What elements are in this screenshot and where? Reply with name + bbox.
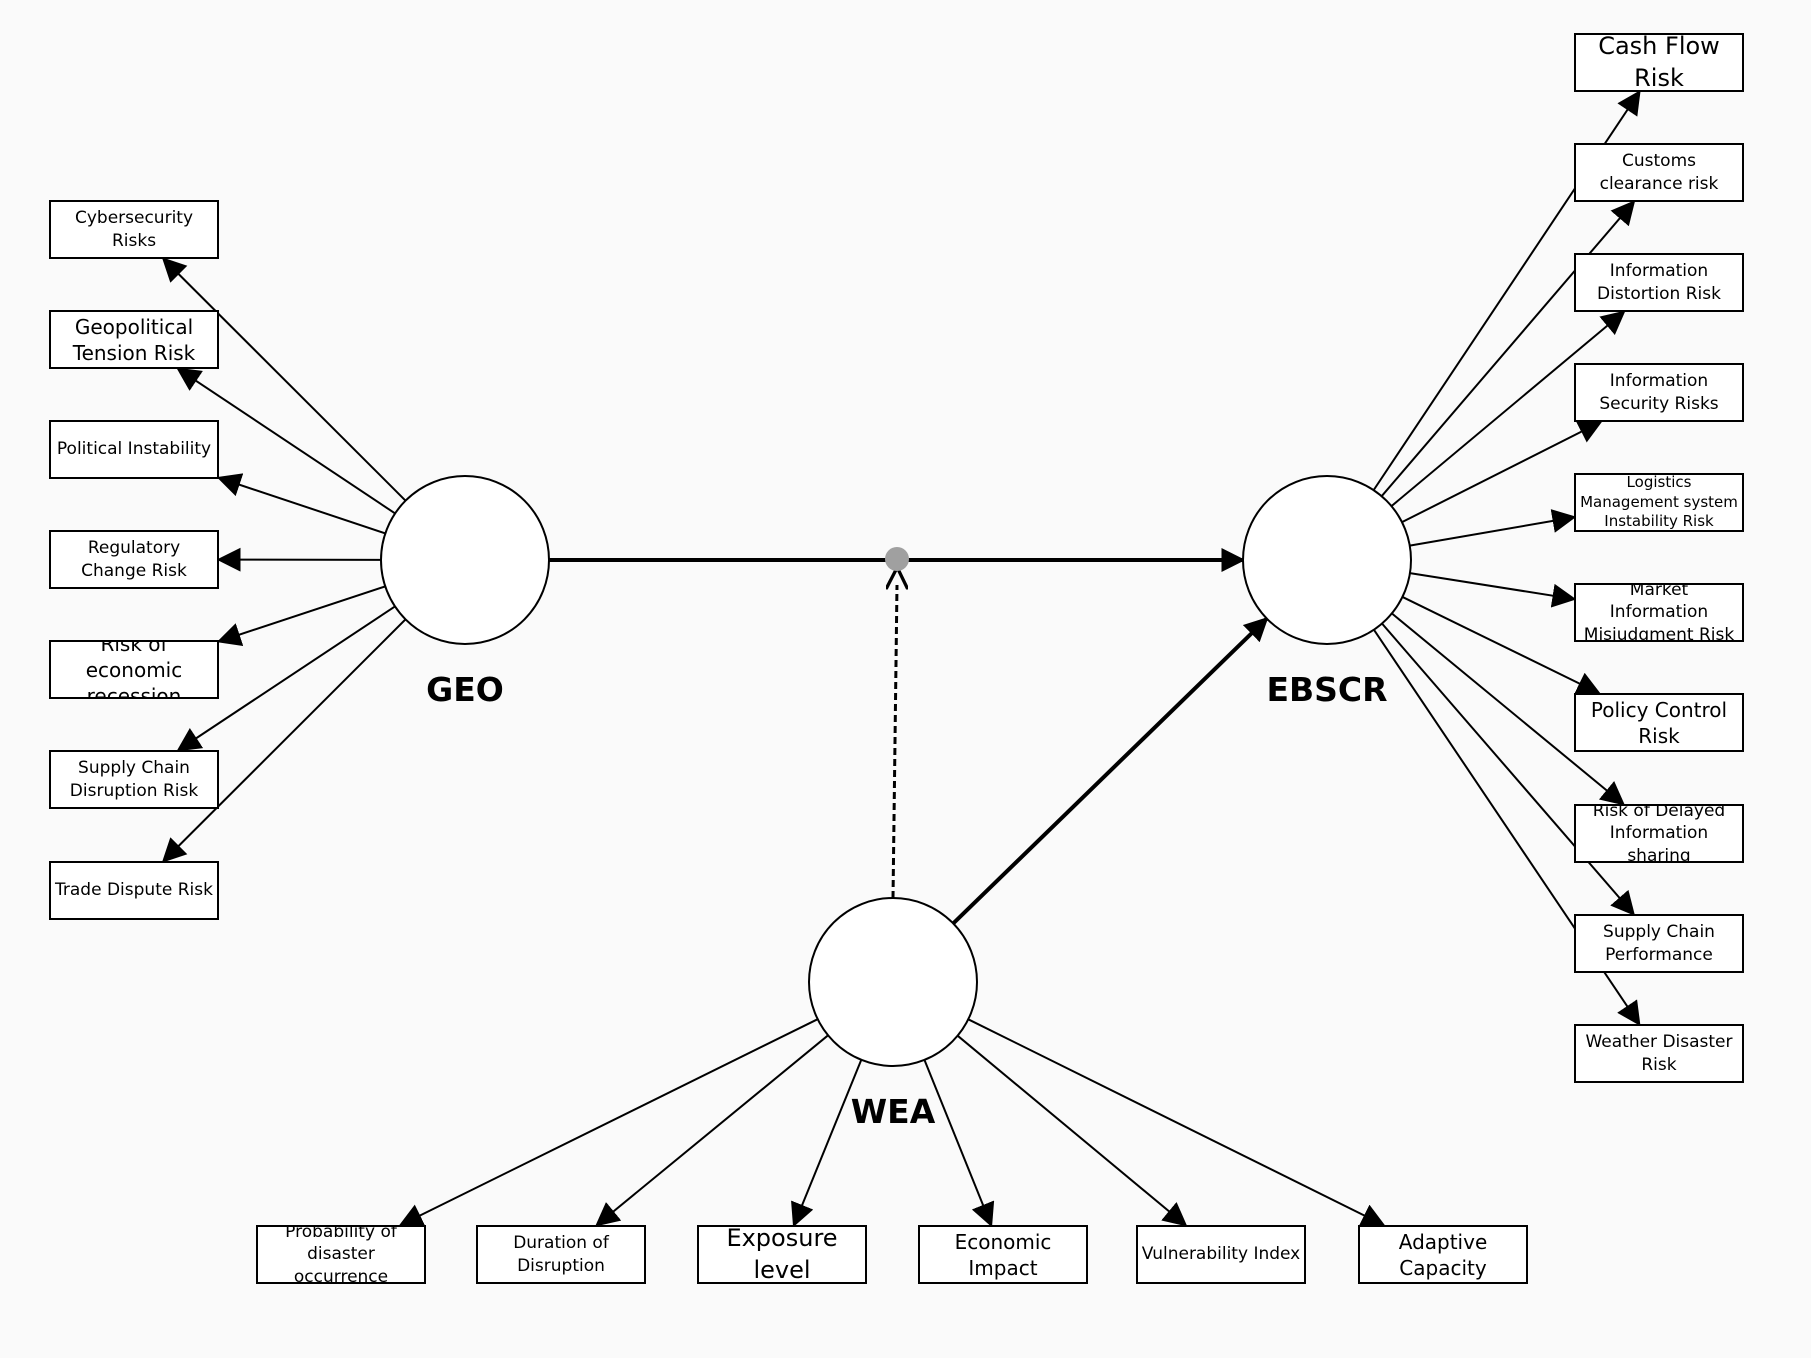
- loading-arrow-wea: [398, 1018, 819, 1227]
- path-wea-to-ebscr: [951, 616, 1269, 925]
- indicator-box-ebscr: Information Security Risks: [1574, 363, 1744, 422]
- indicator-box-ebscr: Supply Chain Performance: [1574, 914, 1744, 973]
- loading-arrow-geo: [216, 585, 386, 646]
- loading-arrow-ebscr: [1409, 509, 1577, 547]
- moderation-point: [885, 547, 909, 571]
- indicator-box-geo: Trade Dispute Risk: [49, 861, 219, 920]
- construct-label-wea: WEA: [850, 1092, 936, 1131]
- indicator-box-geo-label: Cybersecurity Risks: [74, 208, 194, 251]
- indicator-box-wea-label: Exposure level: [726, 1225, 838, 1284]
- indicator-box-ebscr-label: Cash Flow Risk: [1598, 33, 1720, 92]
- loading-arrow-wea: [967, 1018, 1386, 1227]
- indicator-box-wea-label: Duration of Disruption: [513, 1233, 609, 1276]
- construct-circle-ebscr: [1242, 475, 1412, 645]
- loading-arrow-geo: [161, 257, 407, 502]
- indicator-box-wea: Exposure level: [697, 1225, 867, 1284]
- indicator-box-geo: Political Instability: [49, 420, 219, 479]
- loading-arrow-ebscr: [1409, 572, 1577, 608]
- indicator-box-ebscr: Weather Disaster Risk: [1574, 1024, 1744, 1083]
- indicator-box-wea-label: Economic Impact: [954, 1229, 1052, 1280]
- indicator-box-geo: Geopolitical Tension Risk: [49, 310, 219, 369]
- indicator-box-ebscr-label: Customs clearance risk: [1599, 151, 1719, 194]
- indicator-box-geo: Cybersecurity Risks: [49, 200, 219, 259]
- indicator-box-wea: Duration of Disruption: [476, 1225, 646, 1284]
- indicator-box-wea: Probability of disaster occurrence: [256, 1225, 426, 1284]
- indicator-box-wea: Adaptive Capacity: [1358, 1225, 1528, 1284]
- indicator-box-ebscr-label: Information Security Risks: [1599, 371, 1719, 414]
- construct-circle-geo: [380, 475, 550, 645]
- indicator-box-geo: Risk of economic recession: [49, 640, 219, 699]
- loading-arrow-geo: [176, 605, 396, 752]
- loading-arrow-wea: [595, 1034, 829, 1227]
- construct-label-ebscr: EBSCR: [1266, 670, 1388, 709]
- loading-arrow-geo: [216, 473, 386, 535]
- indicator-box-ebscr: Cash Flow Risk: [1574, 33, 1744, 92]
- indicator-box-wea-label: Probability of disaster occurrence: [285, 1225, 397, 1284]
- loading-arrow-ebscr: [1390, 310, 1626, 507]
- loading-arrow-ebscr: [1402, 596, 1601, 695]
- indicator-box-ebscr: Customs clearance risk: [1574, 143, 1744, 202]
- indicator-box-wea: Economic Impact: [918, 1225, 1088, 1284]
- indicator-box-ebscr-label: Policy Control Risk: [1590, 697, 1728, 748]
- indicator-box-ebscr-label: Supply Chain Performance: [1603, 922, 1715, 965]
- loading-arrow-ebscr: [1391, 612, 1626, 806]
- indicator-box-ebscr-label: Market Information Misjudgment Risk: [1583, 583, 1735, 642]
- indicator-box-wea: Vulnerability Index: [1136, 1225, 1306, 1284]
- indicator-box-geo-label: Regulatory Change Risk: [81, 538, 187, 581]
- indicator-box-geo-label: Political Instability: [56, 439, 212, 460]
- indicator-box-wea-label: Vulnerability Index: [1141, 1244, 1301, 1265]
- indicator-box-ebscr: Logistics Management system Instability …: [1574, 473, 1744, 532]
- loading-arrow-wea: [956, 1034, 1188, 1227]
- construct-circle-wea: [808, 897, 978, 1067]
- indicator-box-geo: Supply Chain Disruption Risk: [49, 750, 219, 809]
- loading-arrow-ebscr: [1401, 420, 1603, 524]
- indicator-box-wea-label: Adaptive Capacity: [1398, 1229, 1488, 1280]
- indicator-box-geo-label: Supply Chain Disruption Risk: [69, 758, 199, 801]
- indicator-box-ebscr-label: Logistics Management system Instability …: [1580, 473, 1738, 531]
- loading-arrow-ebscr: [1381, 622, 1636, 916]
- moderation-path-wea: [893, 585, 897, 899]
- indicator-box-ebscr: Market Information Misjudgment Risk: [1574, 583, 1744, 642]
- indicator-box-ebscr-label: Information Distortion Risk: [1597, 261, 1721, 304]
- indicator-box-ebscr: Policy Control Risk: [1574, 693, 1744, 752]
- loading-arrow-geo: [161, 618, 407, 863]
- indicator-box-geo: Regulatory Change Risk: [49, 530, 219, 589]
- indicator-box-geo-label: Risk of economic recession: [85, 640, 183, 699]
- loading-arrow-ebscr: [1380, 200, 1636, 497]
- indicator-box-geo-label: Trade Dispute Risk: [55, 880, 213, 901]
- indicator-box-ebscr: Information Distortion Risk: [1574, 253, 1744, 312]
- loading-arrow-wea: [791, 1059, 863, 1228]
- loading-arrow-wea: [923, 1059, 995, 1228]
- indicator-box-ebscr: Risk of Delayed Information sharing: [1574, 804, 1744, 863]
- construct-label-geo: GEO: [426, 670, 504, 709]
- indicator-box-geo-label: Geopolitical Tension Risk: [72, 314, 196, 365]
- indicator-box-ebscr-label: Risk of Delayed Information sharing: [1592, 804, 1726, 863]
- indicator-box-ebscr-label: Weather Disaster Risk: [1585, 1032, 1733, 1075]
- loading-arrow-geo: [176, 367, 396, 515]
